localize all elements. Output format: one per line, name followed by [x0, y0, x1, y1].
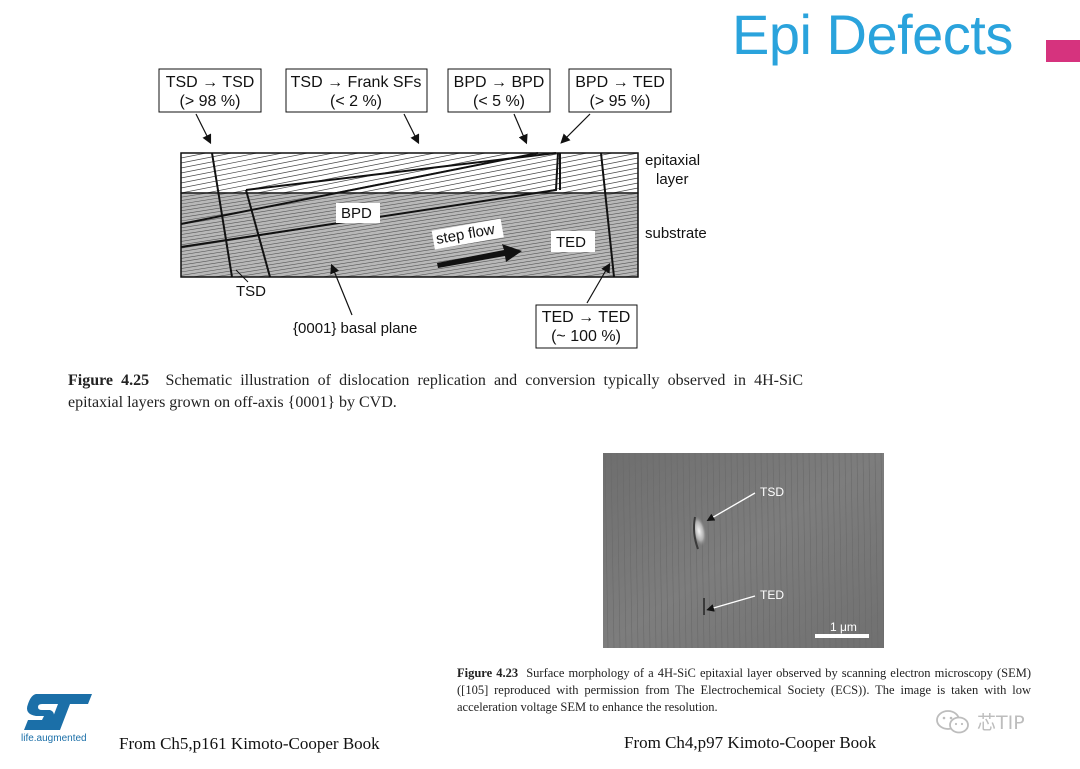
- label-bpd: BPD: [341, 205, 372, 222]
- box-tsd-tsd: [158, 68, 262, 113]
- box-bpd-ted-line2: (> 95 %): [590, 93, 651, 110]
- box-tsd-frank-line2: (< 2 %): [330, 93, 382, 110]
- label-basal-plane: {0001} basal plane: [293, 320, 417, 337]
- box-ted-ted-line1: TED → TED: [542, 309, 631, 326]
- sem-label-tsd: TSD: [760, 485, 784, 499]
- figure-4-25-caption: Figure 4.25 Schematic illustration of di…: [68, 370, 803, 414]
- wechat-icon: [936, 709, 969, 733]
- watermark-text: 芯TIP: [977, 712, 1025, 734]
- sem-micrograph: TSD TED 1 μm: [603, 453, 884, 648]
- dislocation-diagram: TSD → TSD (> 98 %) TSD → Frank SFs (< 2 …: [158, 68, 707, 349]
- step-flow-arrow: [437, 244, 522, 268]
- box-bpd-ted-line1: BPD → TED: [575, 74, 665, 91]
- sem-scale-bar: [815, 634, 869, 638]
- label-substrate: substrate: [645, 225, 707, 242]
- watermark: 芯TIP: [935, 708, 1025, 735]
- st-logo: [24, 694, 92, 730]
- label-epitaxial: epitaxial: [645, 152, 700, 169]
- label-ted: TED: [556, 234, 586, 251]
- figure-4-25-text: Schematic illustration of dislocation re…: [68, 372, 804, 411]
- box-bpd-bpd-line1: BPD → BPD: [454, 74, 545, 91]
- box-bpd-bpd: [447, 68, 551, 113]
- figure-4-23-caption: Figure 4.23 Surface morphology of a 4H-S…: [457, 665, 1031, 716]
- figure-4-23-text: Surface morphology of a 4H-SiC epitaxial…: [457, 666, 1032, 714]
- box-tsd-tsd-line2: (> 98 %): [180, 93, 241, 110]
- box-ted-ted: [535, 304, 638, 349]
- sem-scale-label: 1 μm: [830, 620, 857, 634]
- box-tsd-frank: [285, 68, 428, 113]
- sem-label-ted: TED: [760, 588, 784, 602]
- box-tsd-frank-line1: TSD → Frank SFs: [291, 74, 422, 91]
- figure-4-23-label: Figure 4.23: [457, 666, 519, 680]
- label-layer: layer: [656, 171, 689, 188]
- box-bpd-ted: [568, 68, 672, 113]
- accent-bar: [1046, 40, 1080, 62]
- slide-title: Epi Defects: [732, 3, 1013, 66]
- label-tsd: TSD: [236, 283, 266, 300]
- figure-4-25-label: Figure 4.25: [68, 372, 150, 389]
- source-right: From Ch4,p97 Kimoto-Cooper Book: [624, 733, 877, 752]
- box-tsd-tsd-line1: TSD → TSD: [166, 74, 255, 91]
- logo-tagline: life.augmented: [21, 733, 87, 744]
- box-bpd-bpd-line2: (< 5 %): [473, 93, 525, 110]
- source-left: From Ch5,p161 Kimoto-Cooper Book: [119, 734, 380, 753]
- box-ted-ted-line2: (~ 100 %): [551, 328, 621, 345]
